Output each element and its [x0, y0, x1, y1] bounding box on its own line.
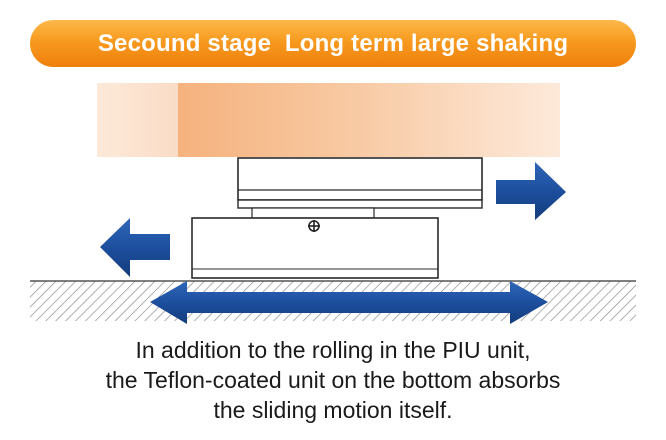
caption: In addition to the rolling in the PIU un…: [0, 335, 666, 425]
right-arrow-icon: [496, 162, 566, 220]
caption-line: the sliding motion itself.: [213, 397, 453, 423]
double-headed-arrow-icon: [150, 281, 548, 324]
upper-isolator-plate: [237, 157, 483, 219]
crosshair-icon: [308, 220, 320, 232]
stage-title: Secound stage Long term large shaking: [97, 29, 569, 57]
stage-title-banner: Secound stage Long term large shaking: [30, 20, 636, 67]
caption-line: In addition to the rolling in the PIU un…: [135, 337, 531, 363]
left-arrow-icon: [100, 218, 170, 277]
caption-line: the Teflon-coated unit on the bottom abs…: [105, 367, 561, 393]
superstructure: [97, 83, 560, 157]
